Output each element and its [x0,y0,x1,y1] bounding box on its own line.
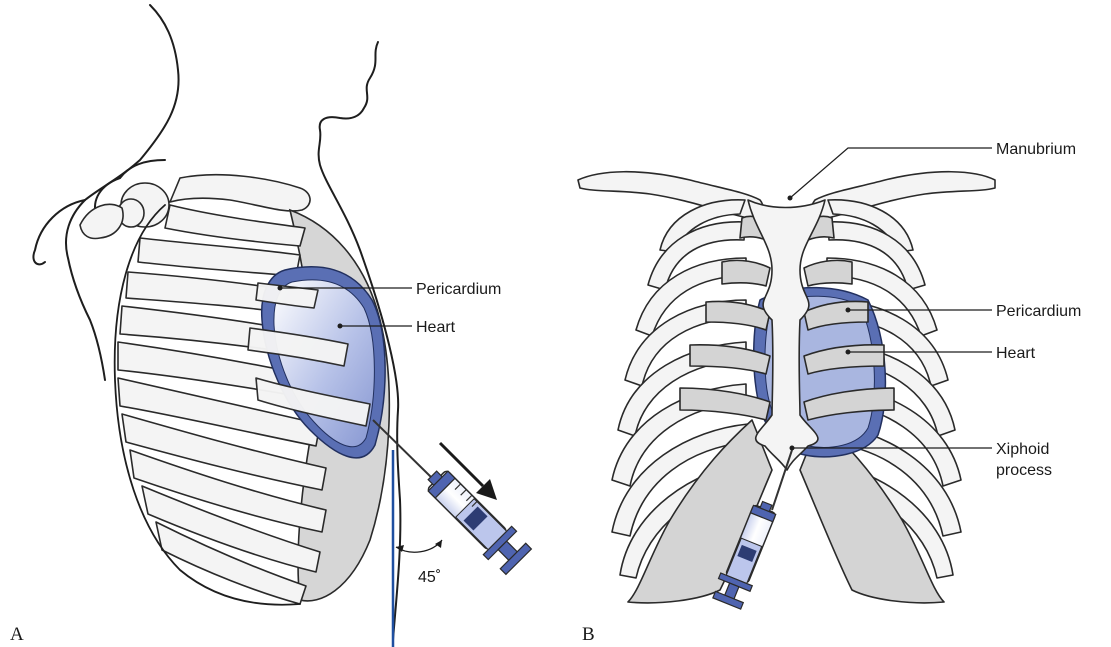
pericardium-pointer-a [278,286,283,291]
syringe-a [373,420,533,576]
xiphoid-label-line2: process [996,462,1052,479]
panel-a: Pericardium Heart [10,5,533,647]
heart-label-a: Heart [416,319,456,336]
heart-pointer-b [846,350,851,355]
panel-b: Manubrium Pericardium Heart Xiphoid proc… [578,141,1081,645]
pericardium-label-b: Pericardium [996,303,1081,320]
pericardium-pointer-b [846,308,851,313]
panel-letter-a: A [10,624,24,645]
heart-pointer-a [338,324,343,329]
manubrium-label: Manubrium [996,141,1076,158]
angle-arrow-right [435,540,442,548]
pericardium-label-a: Pericardium [416,281,501,298]
panel-letter-b: B [582,624,595,645]
angle-label: 45˚ [418,569,441,586]
manubrium-pointer [788,196,793,201]
xiphoid-label-line1: Xiphoid [996,441,1049,458]
heart-label-b: Heart [996,345,1036,362]
xiphoid-pointer [790,446,795,451]
